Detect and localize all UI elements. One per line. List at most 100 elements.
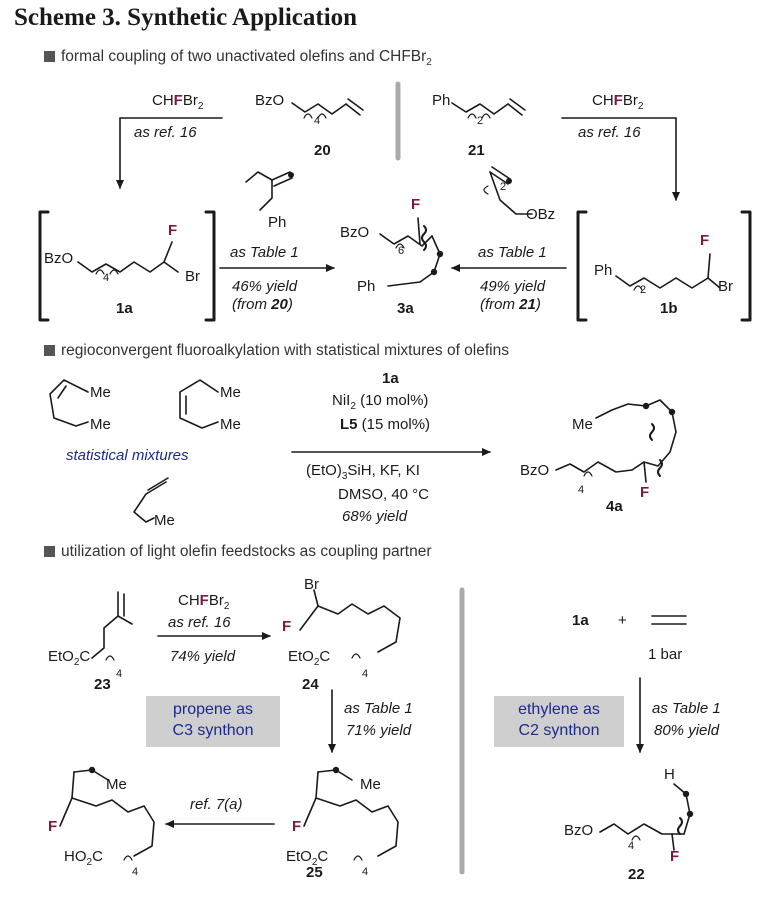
label-me-4a: Me [572,416,593,433]
bond-21 [451,102,509,115]
bond-olefin-c [133,481,167,523]
condition-l5: L5 (15 mol%) [340,416,431,433]
index-4-22: 4 [628,840,635,852]
label-br-1a: Br [185,268,200,285]
yield-68: 68% yield [342,508,408,525]
label-f-4a: F [640,484,650,501]
reagent-chfbr2-s3: CHFBr2 [178,592,230,612]
bond-4a [595,399,677,471]
label-bzo-22: BzO [564,822,594,839]
statistical-mixtures-label: statistical mixtures [66,447,189,464]
bond-4a-bzo [555,461,633,473]
bracket-1a-left [38,210,50,322]
scheme-title: Scheme 3. Synthetic Application [14,4,358,31]
condition-dmso: DMSO, 40 °C [338,486,430,503]
bond-3a [379,233,433,247]
label-f-22: F [670,848,680,865]
yield-49: 49% yield [480,278,546,295]
label-f-25: F [292,818,302,835]
label-ph-21: Ph [432,92,451,109]
label-ho2c: HO2C [64,848,103,868]
bond-22-top [673,783,691,835]
condition-ref7a: ref. 7(a) [190,796,243,813]
compound-3a: 3a [397,300,414,317]
label-br-1b: Br [718,278,733,295]
index-6-3a: 6 [398,245,405,257]
bond-olefin-b [179,379,219,429]
label-eto2c-25: EtO2C [286,848,329,868]
bond-1a [77,261,179,273]
yield-74: 74% yield [170,648,236,665]
label-1bar: 1 bar [648,646,683,663]
condition-silane: (EtO)3SiH, KF, KI [306,462,420,482]
yield-80: 80% yield [654,722,720,739]
section-3-header: utilization of light olefin feedstocks a… [44,543,432,561]
bond-olefin-a [49,379,89,427]
label-f-1a: F [168,222,178,239]
bracket-1b-left [576,210,588,322]
compound-25: 25 [306,864,323,881]
label-ph-3a: Ph [357,278,376,295]
index-4-23: 4 [116,668,123,680]
label-ph-styrene: Ph [268,214,287,231]
bullet-square-icon [44,51,55,62]
label-me-c: Me [154,512,175,529]
bond-22-bzo [599,823,685,835]
label-br-24: Br [304,576,319,593]
condition-1a: 1a [382,370,399,387]
label-me-acid: Me [106,776,127,793]
bond-3a-chain [387,235,441,287]
label-me-25: Me [360,776,381,793]
bond-20 [291,102,347,115]
label-f-3a: F [411,196,421,213]
label-me-a1: Me [90,384,111,401]
condition-ref16-s3: as ref. 16 [168,614,231,631]
compound-24: 24 [302,676,319,693]
compound-22: 22 [628,866,645,883]
label-bzo-1a: BzO [44,250,74,267]
bond-20-alkene [345,103,361,116]
condition-nii2: NiI2 (10 mol%) [332,392,429,412]
condition-ref16-left: as ref. 16 [134,124,197,141]
compound-23: 23 [94,676,111,693]
label-me-b1: Me [220,384,241,401]
index-4-20: 4 [314,115,321,127]
condition-table1-right: as Table 1 [478,244,547,261]
compound-4a: 4a [606,498,623,515]
compound-21: 21 [468,142,485,159]
index-2-1b: 2 [640,284,647,296]
compound-1a: 1a [116,300,133,317]
label-ph-1b: Ph [594,262,613,279]
label-me-b2: Me [220,416,241,433]
bond-acid-alk [71,797,155,857]
bond-25-chain [303,771,319,827]
label-bzo-20: BzO [255,92,285,109]
bond-23 [91,615,133,659]
yield-46: 46% yield [232,278,298,295]
bullet-square-icon [44,546,55,557]
section-1-header: formal coupling of two unactivated olefi… [44,48,432,68]
label-eto2c-23: EtO2C [48,648,91,668]
label-me-a2: Me [90,416,111,433]
section-2-header: regioconvergent fluoroalkylation with st… [44,342,509,360]
condition-table1-eth: as Table 1 [652,700,721,717]
bracket-1a-right [204,210,216,322]
label-obz: OBz [526,206,556,223]
label-bzo-4a: BzO [520,462,550,479]
reagent-1a-s3: 1a [572,612,589,629]
bond-acid-chain [59,771,75,827]
label-f-24: F [282,618,292,635]
label-f-acid: F [48,818,58,835]
bond-allyl-obz [489,171,533,215]
label-f-1b: F [700,232,710,249]
condition-table1-s3: as Table 1 [344,700,413,717]
index-4-4a: 4 [578,484,585,496]
label-h-22: H [664,766,675,783]
reagent-chfbr2-right: CHFBr2 [592,92,644,112]
from-20: (from 20) [232,296,293,313]
bond-homostyrene [245,171,273,211]
index-4-24: 4 [362,668,369,680]
from-21: (from 21) [480,296,541,313]
